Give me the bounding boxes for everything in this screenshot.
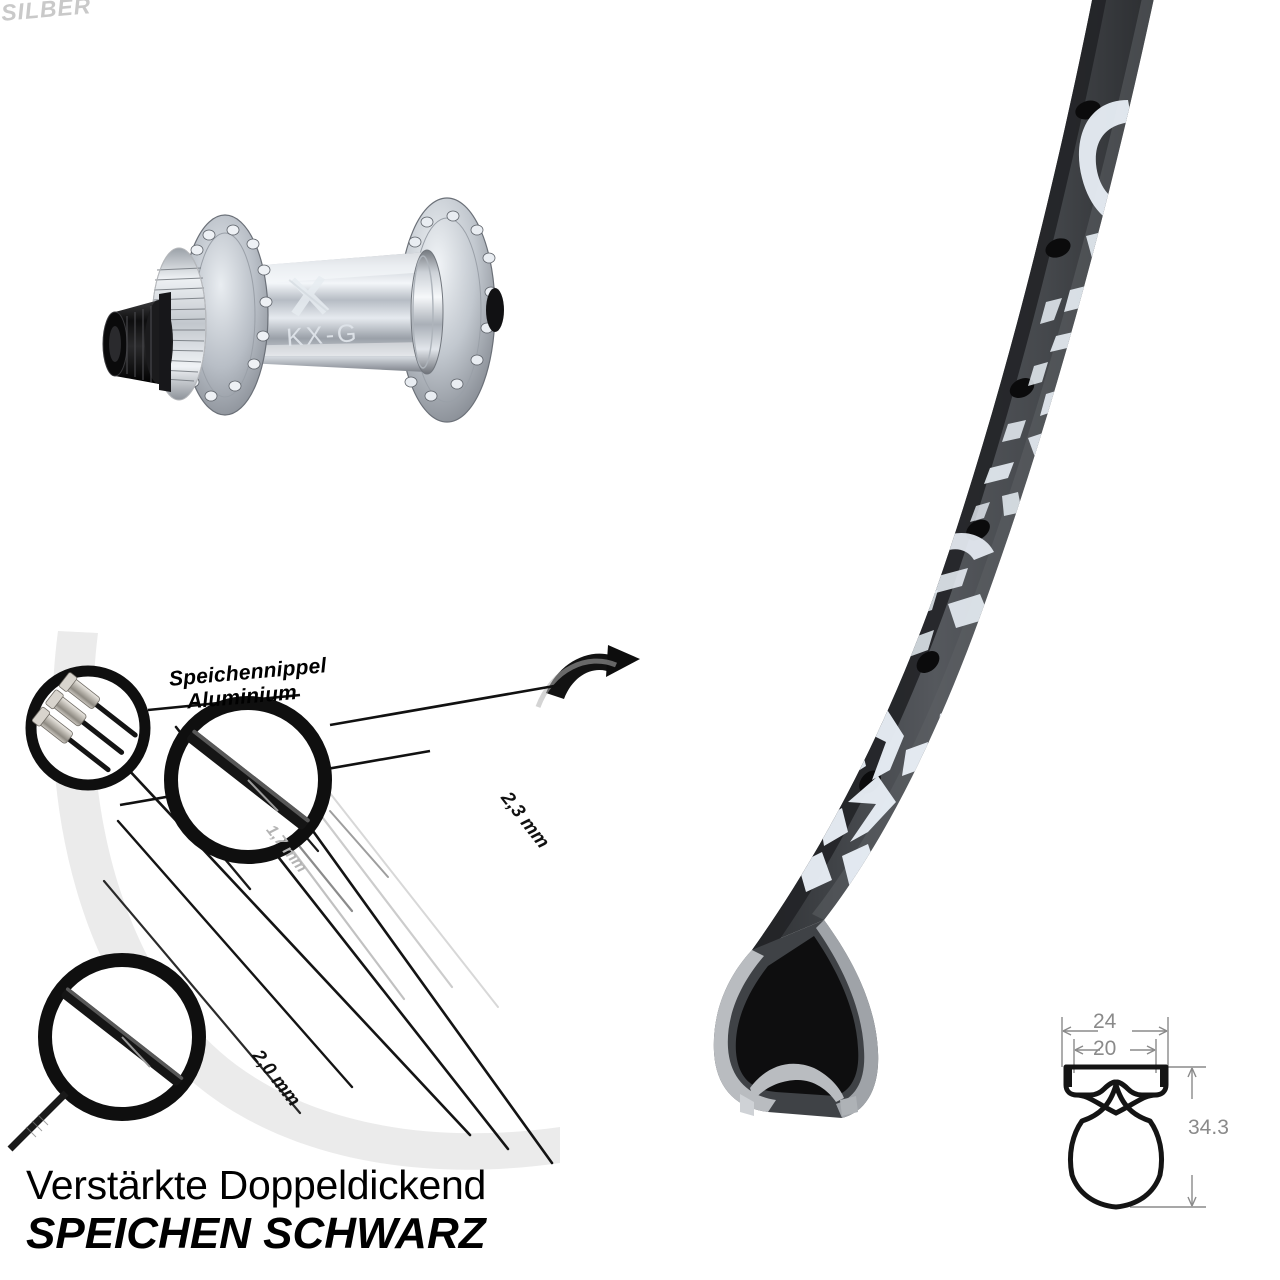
hub-right-endcap <box>486 288 504 332</box>
rim-body <box>752 0 1154 956</box>
dimension-outer-width: 24 <box>1093 1010 1117 1033</box>
hub-model-text: KX-G <box>285 319 360 352</box>
dimension-height: 34.3 <box>1188 1116 1229 1139</box>
hub-flange-left <box>180 214 273 416</box>
magnifier-thread-end <box>7 953 206 1152</box>
hub-photo: KX-G <box>75 160 565 490</box>
hub-axle-endcap <box>102 292 173 392</box>
spoke-head-icon <box>535 645 640 708</box>
hub-logo <box>288 275 330 317</box>
headline-line-2: SPEICHEN SCHWARZ <box>26 1209 486 1259</box>
hub-barrel <box>225 249 444 375</box>
rim-profile-inner-well <box>1073 1092 1159 1116</box>
rim-profile-outline <box>1063 1064 1169 1210</box>
dimension-inner-width: 20 <box>1093 1037 1117 1060</box>
rim-cut-end <box>713 920 879 1118</box>
rim-photo <box>690 0 1280 1120</box>
spoke-diagram <box>0 615 665 1215</box>
rim-cross-section-drawing <box>1010 995 1270 1245</box>
magnifier-thick-end <box>164 696 332 864</box>
headline-block: Verstärkte Doppeldickend SPEICHEN SCHWAR… <box>26 1162 646 1259</box>
headline-line-1: Verstärkte Doppeldickend <box>26 1162 487 1208</box>
magnifier-nipples <box>25 665 151 791</box>
